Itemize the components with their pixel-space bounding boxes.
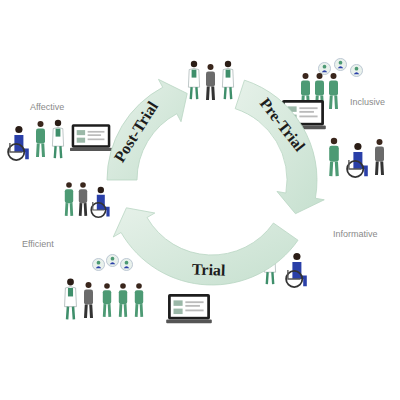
phase-arrow-band: Pre-Trial: [233, 78, 327, 216]
quality-label: Inclusive: [350, 98, 385, 108]
person-figure: [103, 283, 111, 317]
avatar-icon: [106, 254, 118, 266]
avatar-icon: [120, 258, 132, 270]
person-figure: [329, 138, 339, 176]
person-figure: [329, 73, 338, 109]
avatar-icon: [334, 58, 346, 70]
quality-label: Informative: [333, 230, 378, 240]
arrow-band: [113, 208, 298, 285]
laptop: [70, 124, 112, 151]
person-figure: [119, 283, 127, 317]
quality-label: Efficient: [22, 240, 54, 250]
arrow-band: [235, 80, 324, 214]
person-figure: [65, 182, 73, 216]
wheelchair-figure: [8, 126, 29, 160]
phase-arrow-band: Trial: [111, 205, 300, 287]
person-figure: [375, 139, 384, 175]
phase-arrow-band: Post-Trial: [105, 77, 190, 182]
person-figure: [135, 283, 143, 317]
quality-label: Affective: [30, 103, 64, 113]
arrow-band: [107, 79, 187, 180]
wheelchair-figure: [347, 143, 368, 177]
phase-label: Trial: [192, 260, 226, 279]
avatar-icon: [318, 62, 330, 74]
person-figure: [79, 182, 87, 216]
doctor-figure: [65, 279, 77, 320]
avatar-icon: [92, 258, 104, 270]
doctor-figure: [188, 61, 199, 99]
person-figure: [206, 64, 215, 100]
wheelchair-figure: [91, 187, 109, 217]
doctor-figure: [222, 61, 233, 99]
person-figure: [36, 121, 45, 157]
wheelchair-figure: [286, 253, 307, 287]
laptop: [166, 294, 212, 323]
doctor-figure: [52, 120, 63, 158]
arrow-band-shape: [233, 78, 327, 216]
person-figure: [84, 282, 93, 318]
avatar-icon: [350, 64, 362, 76]
